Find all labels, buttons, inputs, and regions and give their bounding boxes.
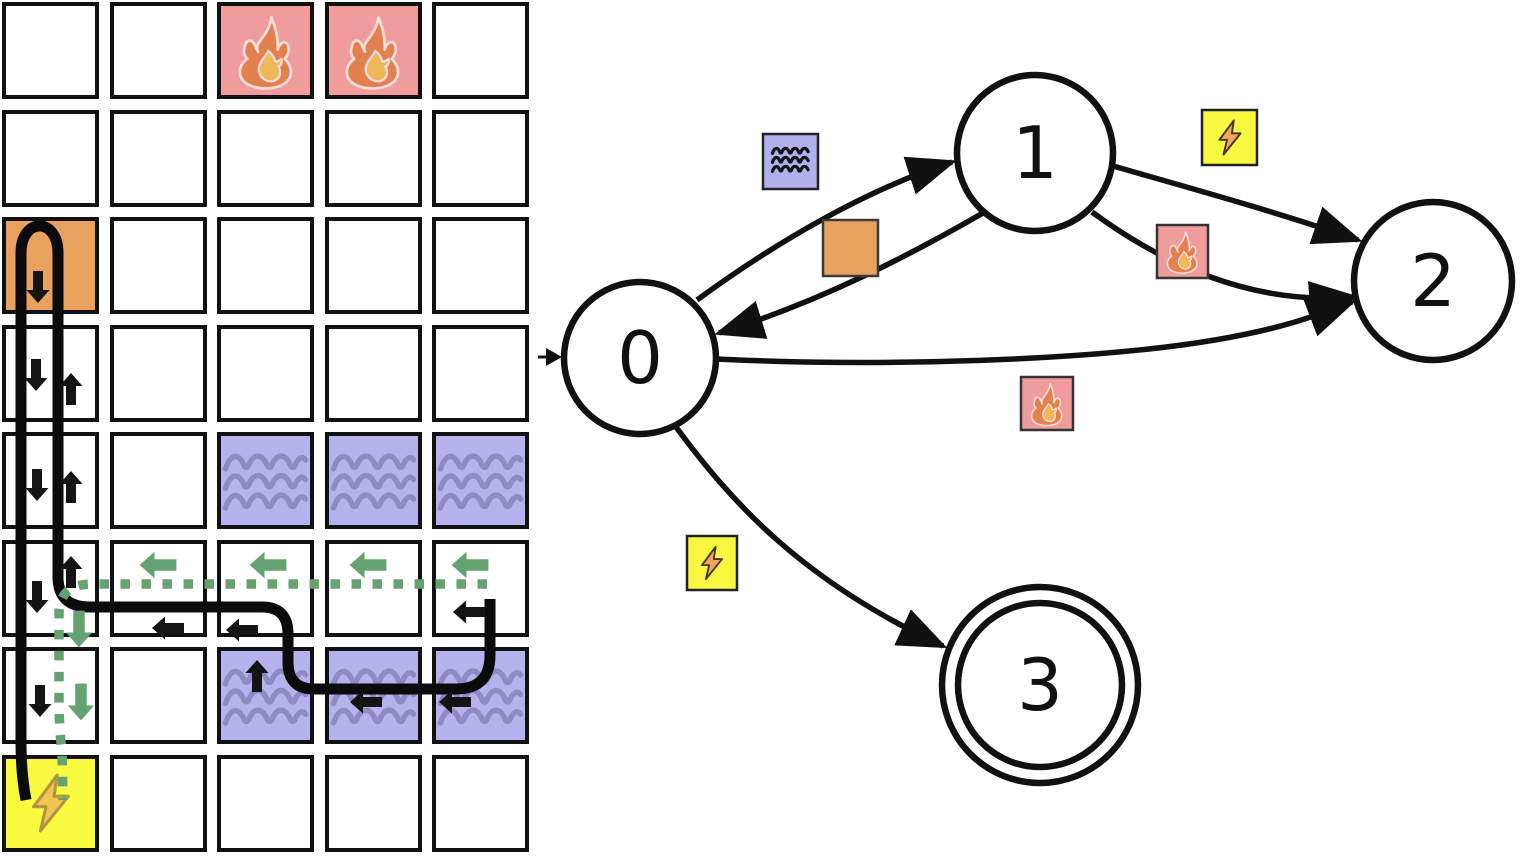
grid-cell-empty	[217, 217, 314, 314]
water-icon	[221, 436, 310, 525]
grid-cell-empty	[217, 539, 314, 637]
grid-cell-empty	[2, 109, 99, 207]
automaton-edges	[673, 156, 1363, 649]
grid-cell-empty	[324, 109, 422, 207]
grid-cell-orange	[2, 217, 99, 314]
grid-cell-water	[432, 432, 529, 529]
grid-cell-water	[324, 647, 422, 744]
edge-1-0	[714, 210, 985, 339]
grid-cell-empty	[109, 217, 207, 314]
water-icon	[329, 436, 418, 525]
edge-0-2-fire	[715, 299, 1357, 366]
grid-cell-empty	[2, 432, 99, 529]
grid-cell-empty	[2, 539, 99, 637]
grid-cell-empty	[109, 647, 207, 744]
automaton-states: 0 1 2 3	[560, 71, 1516, 787]
state-0-label: 0	[617, 316, 663, 400]
transition-label-lightning-1-2	[1200, 108, 1259, 167]
grid-cell-empty	[109, 324, 207, 422]
fire-icon	[1166, 231, 1198, 274]
grid-cell-fire	[217, 2, 314, 99]
grid-cell-empty	[432, 754, 529, 852]
transition-label-fire-1-2	[1155, 223, 1210, 280]
puzzle-grid	[0, 0, 540, 858]
grid-cell-empty	[109, 754, 207, 852]
grid-cell-empty	[2, 647, 99, 744]
water-icon	[329, 651, 418, 740]
grid-cell-empty	[324, 324, 422, 422]
grid-cell-empty	[432, 2, 529, 99]
grid-cell-empty	[217, 109, 314, 207]
edge-1-2-fire	[1090, 209, 1359, 321]
state-0: 0	[560, 278, 720, 438]
state-1-label: 1	[1012, 111, 1058, 195]
grid-cell-lightning	[2, 754, 99, 852]
grid-cell-empty	[324, 217, 422, 314]
grid-cell-water	[324, 432, 422, 529]
lightning-icon	[700, 545, 724, 581]
transition-labels	[685, 108, 1259, 592]
state-2: 2	[1350, 198, 1516, 364]
water-icon	[772, 148, 808, 171]
grid-cell-water	[217, 432, 314, 529]
grid-cell-empty	[2, 2, 99, 99]
transition-label-orange-1-0	[821, 218, 880, 278]
lightning-icon	[1218, 119, 1242, 156]
transition-label-fire-0-2	[1019, 375, 1075, 432]
grid-cell-empty	[2, 324, 99, 422]
transition-label-water-0-1	[761, 132, 820, 191]
state-3-accepting: 3	[938, 583, 1142, 787]
grid-cell-empty	[432, 324, 529, 422]
grid-cell-empty	[324, 539, 422, 637]
water-icon	[221, 651, 310, 740]
grid-cell-empty	[324, 754, 422, 852]
initial-state-arrow	[538, 348, 562, 366]
state-2-label: 2	[1410, 239, 1456, 323]
fire-icon	[1030, 382, 1063, 427]
automaton-diagram: 0 1 2 3	[538, 71, 1516, 787]
grid-cell-empty	[432, 109, 529, 207]
grid-cell-empty	[109, 109, 207, 207]
fire-icon	[227, 7, 305, 95]
transition-label-lightning-0-3	[685, 534, 739, 592]
state-3-label: 3	[1017, 643, 1063, 727]
lightning-icon	[20, 762, 82, 844]
fire-icon	[334, 7, 412, 95]
grid-cell-empty	[432, 539, 529, 637]
grid-cell-empty	[217, 324, 314, 422]
grid-cell-water	[217, 647, 314, 744]
edge-0-3-lightning	[673, 425, 948, 649]
water-icon	[436, 651, 525, 740]
grid-cell-empty	[109, 539, 207, 637]
state-1: 1	[953, 71, 1117, 235]
grid-cell-empty	[109, 2, 207, 99]
grid-cell-water	[432, 647, 529, 744]
grid-cell-empty	[109, 432, 207, 529]
grid-cell-empty	[432, 217, 529, 314]
water-icon	[436, 436, 525, 525]
edge-0-1	[695, 156, 957, 303]
grid-cell-empty	[217, 754, 314, 852]
edge-1-2-lightning	[1112, 163, 1363, 245]
grid-cell-fire	[324, 2, 422, 99]
